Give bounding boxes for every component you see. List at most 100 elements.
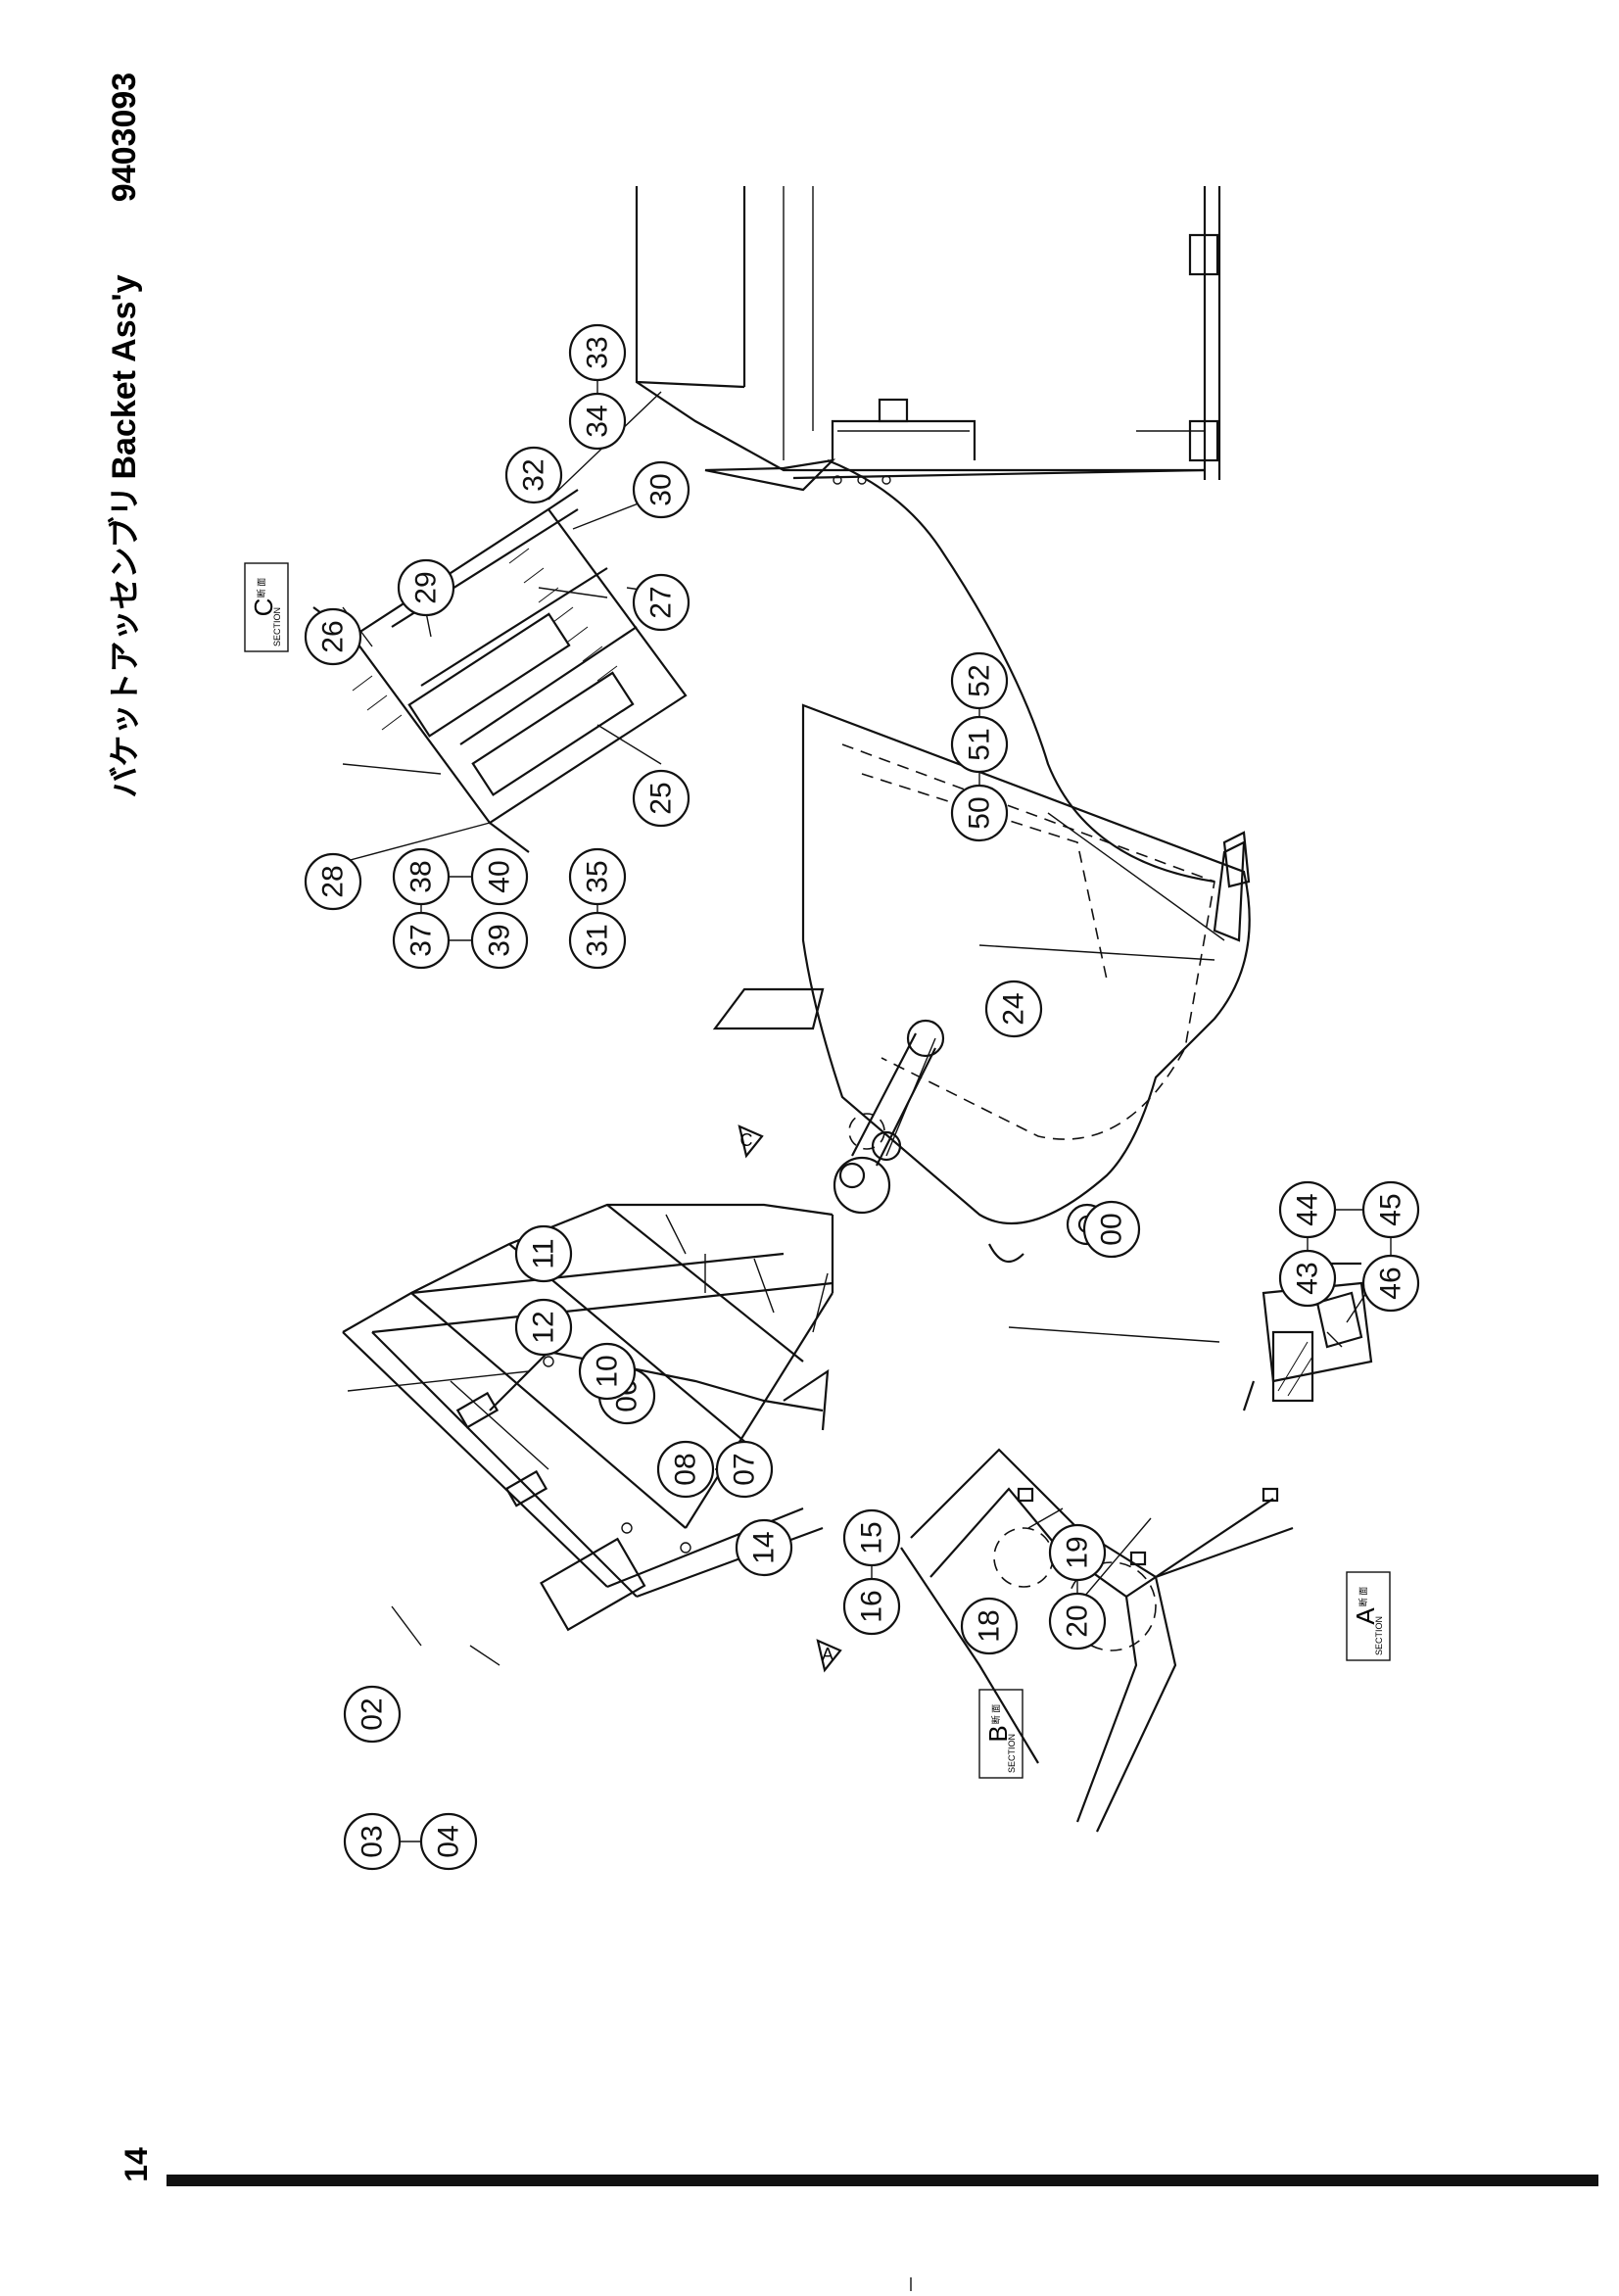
svg-text:46: 46 <box>1375 1267 1407 1299</box>
svg-text:C: C <box>740 1130 753 1150</box>
svg-text:A: A <box>822 1645 833 1664</box>
svg-text:15: 15 <box>856 1521 888 1554</box>
svg-text:SECTION: SECTION <box>1007 1734 1017 1773</box>
page-number: 14 <box>119 2147 154 2182</box>
view-marker-a: A <box>816 1639 842 1673</box>
callout-04: 04 <box>419 1812 478 1871</box>
callout-27: 27 <box>632 573 690 632</box>
svg-text:30: 30 <box>645 473 678 505</box>
svg-text:18: 18 <box>974 1609 1006 1642</box>
callout-52: 52 <box>950 651 1009 710</box>
callout-33: 33 <box>568 323 627 382</box>
svg-text:20: 20 <box>1062 1604 1094 1637</box>
section-c-detail: C SECTION 断 面 <box>244 489 688 853</box>
svg-text:28: 28 <box>317 865 350 897</box>
leader-lines <box>342 391 1367 1617</box>
svg-text:08: 08 <box>670 1453 702 1485</box>
callout-32: 32 <box>504 446 563 504</box>
svg-text:19: 19 <box>1062 1536 1094 1568</box>
callout-19: 19 <box>1048 1523 1107 1582</box>
svg-text:45: 45 <box>1375 1193 1407 1225</box>
callout-37: 37 <box>392 911 451 970</box>
svg-text:44: 44 <box>1292 1193 1324 1225</box>
callout-15: 15 <box>842 1508 901 1567</box>
svg-text:51: 51 <box>964 728 996 760</box>
svg-text:断 面: 断 面 <box>1357 1587 1368 1607</box>
svg-text:25: 25 <box>645 782 678 814</box>
svg-text:断 面: 断 面 <box>256 578 266 598</box>
svg-text:10: 10 <box>592 1355 624 1387</box>
svg-text:43: 43 <box>1292 1262 1324 1294</box>
callout-38: 38 <box>392 847 451 906</box>
svg-text:27: 27 <box>645 586 678 618</box>
svg-text:26: 26 <box>317 620 350 652</box>
svg-text:39: 39 <box>484 924 516 956</box>
footer-rule <box>167 2175 1598 2186</box>
callout-03: 03 <box>343 1812 402 1871</box>
svg-text:50: 50 <box>964 796 996 829</box>
svg-text:40: 40 <box>484 860 516 892</box>
callout-connectors <box>400 380 1392 1842</box>
svg-text:37: 37 <box>405 924 438 956</box>
title-japanese: バケットアッセンブリ <box>107 485 142 797</box>
svg-text:断 面: 断 面 <box>990 1704 1001 1725</box>
callout-46: 46 <box>1361 1254 1420 1313</box>
callout-20: 20 <box>1048 1592 1107 1650</box>
view-marker-c: C <box>738 1124 764 1159</box>
svg-text:SECTION: SECTION <box>1374 1616 1384 1655</box>
svg-text:32: 32 <box>518 458 550 491</box>
callout-44: 44 <box>1278 1180 1337 1239</box>
callout-43: 43 <box>1278 1249 1337 1308</box>
section-c-label-letter: C <box>249 598 278 617</box>
svg-text:35: 35 <box>582 860 614 892</box>
callout-24: 24 <box>984 980 1043 1038</box>
svg-text:52: 52 <box>964 664 996 696</box>
callout-45: 45 <box>1361 1180 1420 1239</box>
callout-29: 29 <box>397 558 455 617</box>
svg-text:29: 29 <box>410 571 443 603</box>
svg-text:31: 31 <box>582 924 614 956</box>
callout-39: 39 <box>470 911 529 970</box>
callout-25: 25 <box>632 769 690 828</box>
callout-07: 07 <box>715 1440 774 1499</box>
svg-text:14: 14 <box>748 1531 781 1563</box>
section-a-detail: A SECTION 断 面 <box>1242 1262 1391 1661</box>
svg-text:00: 00 <box>1096 1213 1128 1245</box>
callout-18: 18 <box>960 1597 1019 1655</box>
drawing-number: 9403093 <box>106 72 143 202</box>
callout-10: 10 <box>578 1342 637 1401</box>
callout-00: 00 <box>1082 1200 1141 1259</box>
callout-14: 14 <box>735 1518 793 1577</box>
callout-51: 51 <box>950 715 1009 774</box>
svg-text:33: 33 <box>582 336 614 368</box>
svg-text:02: 02 <box>357 1698 389 1730</box>
svg-text:04: 04 <box>433 1825 465 1857</box>
svg-text:12: 12 <box>528 1311 560 1343</box>
svg-text:SECTION: SECTION <box>272 607 282 646</box>
callout-40: 40 <box>470 847 529 906</box>
svg-text:24: 24 <box>998 992 1030 1025</box>
callout-31: 31 <box>568 911 627 970</box>
svg-text:03: 03 <box>357 1825 389 1857</box>
section-b-label-letter: B <box>983 1725 1013 1742</box>
section-a-label-letter: A <box>1351 1607 1380 1625</box>
callout-34: 34 <box>568 392 627 451</box>
callout-16: 16 <box>842 1577 901 1636</box>
callout-35: 35 <box>568 847 627 906</box>
svg-text:34: 34 <box>582 405 614 437</box>
callout-12: 12 <box>514 1298 573 1357</box>
callout-26: 26 <box>304 607 362 666</box>
callout-11: 11 <box>514 1224 573 1283</box>
machine-body-outline <box>635 186 1221 485</box>
callout-30: 30 <box>632 460 690 519</box>
callout-08: 08 <box>656 1440 715 1499</box>
svg-text:11: 11 <box>528 1238 560 1268</box>
callout-28: 28 <box>304 852 362 911</box>
bucket-assembly <box>704 458 1251 1264</box>
svg-text:16: 16 <box>856 1590 888 1622</box>
svg-text:07: 07 <box>729 1453 761 1485</box>
title-english: Backet Ass'y <box>106 274 143 479</box>
svg-text:38: 38 <box>405 860 438 892</box>
